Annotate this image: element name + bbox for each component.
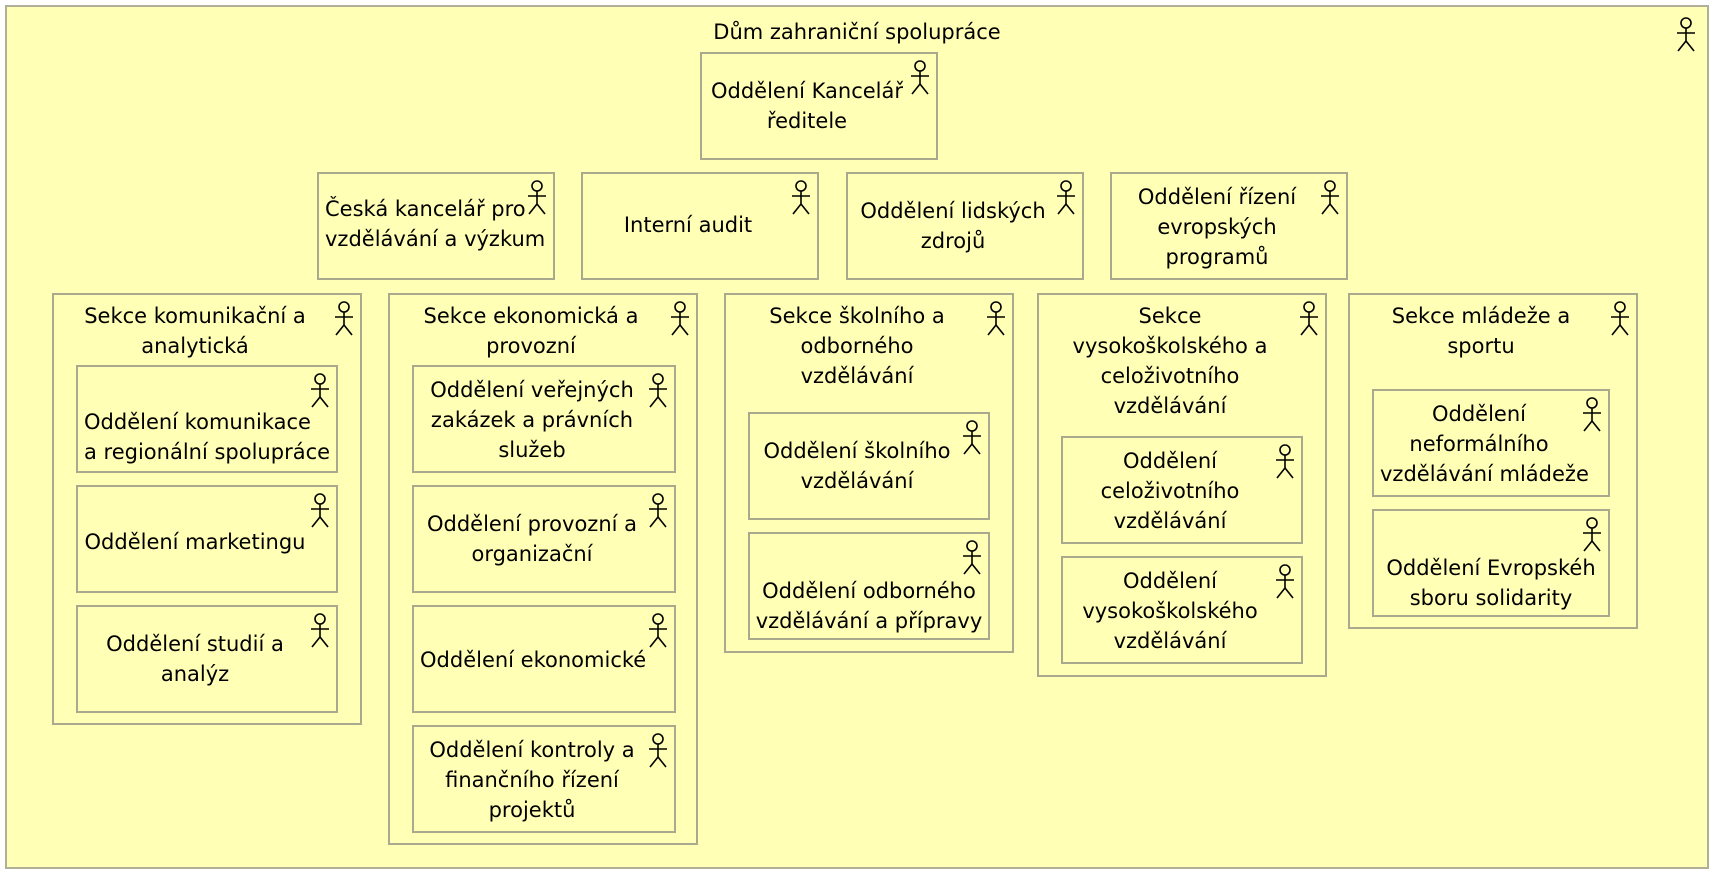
actor-icon bbox=[1581, 517, 1603, 553]
actor-icon bbox=[647, 373, 669, 409]
actor-icon bbox=[1274, 444, 1296, 480]
actor-icon bbox=[309, 613, 331, 649]
department-marketing: Oddělení marketingu bbox=[76, 485, 338, 593]
actor-icon bbox=[333, 301, 355, 337]
actor-icon bbox=[1581, 397, 1603, 433]
actor-icon bbox=[526, 180, 548, 216]
actor-icon bbox=[961, 540, 983, 576]
actor-icon bbox=[309, 373, 331, 409]
actor-icon bbox=[1675, 17, 1697, 53]
actor-icon bbox=[1274, 564, 1296, 600]
department-economic: Oddělení ekonomické bbox=[412, 605, 676, 713]
actor-icon bbox=[1298, 301, 1320, 337]
actor-icon bbox=[669, 301, 691, 337]
department-label: Oddělení ekonomické bbox=[420, 648, 647, 672]
unit-internal-audit: Interní audit bbox=[581, 172, 819, 280]
root-title: Dům zahraniční spolupráce bbox=[713, 20, 1001, 44]
department-label: Oddělení marketingu bbox=[84, 530, 306, 554]
unit-label: Interní audit bbox=[623, 213, 753, 237]
actor-icon bbox=[1609, 301, 1631, 337]
actor-icon bbox=[309, 493, 331, 529]
actor-icon bbox=[1319, 180, 1341, 216]
actor-icon bbox=[790, 180, 812, 216]
actor-icon bbox=[647, 733, 669, 769]
actor-icon bbox=[647, 493, 669, 529]
actor-icon bbox=[647, 613, 669, 649]
actor-icon bbox=[961, 420, 983, 456]
actor-icon bbox=[909, 60, 931, 96]
actor-icon bbox=[1055, 180, 1077, 216]
actor-icon bbox=[985, 301, 1007, 337]
